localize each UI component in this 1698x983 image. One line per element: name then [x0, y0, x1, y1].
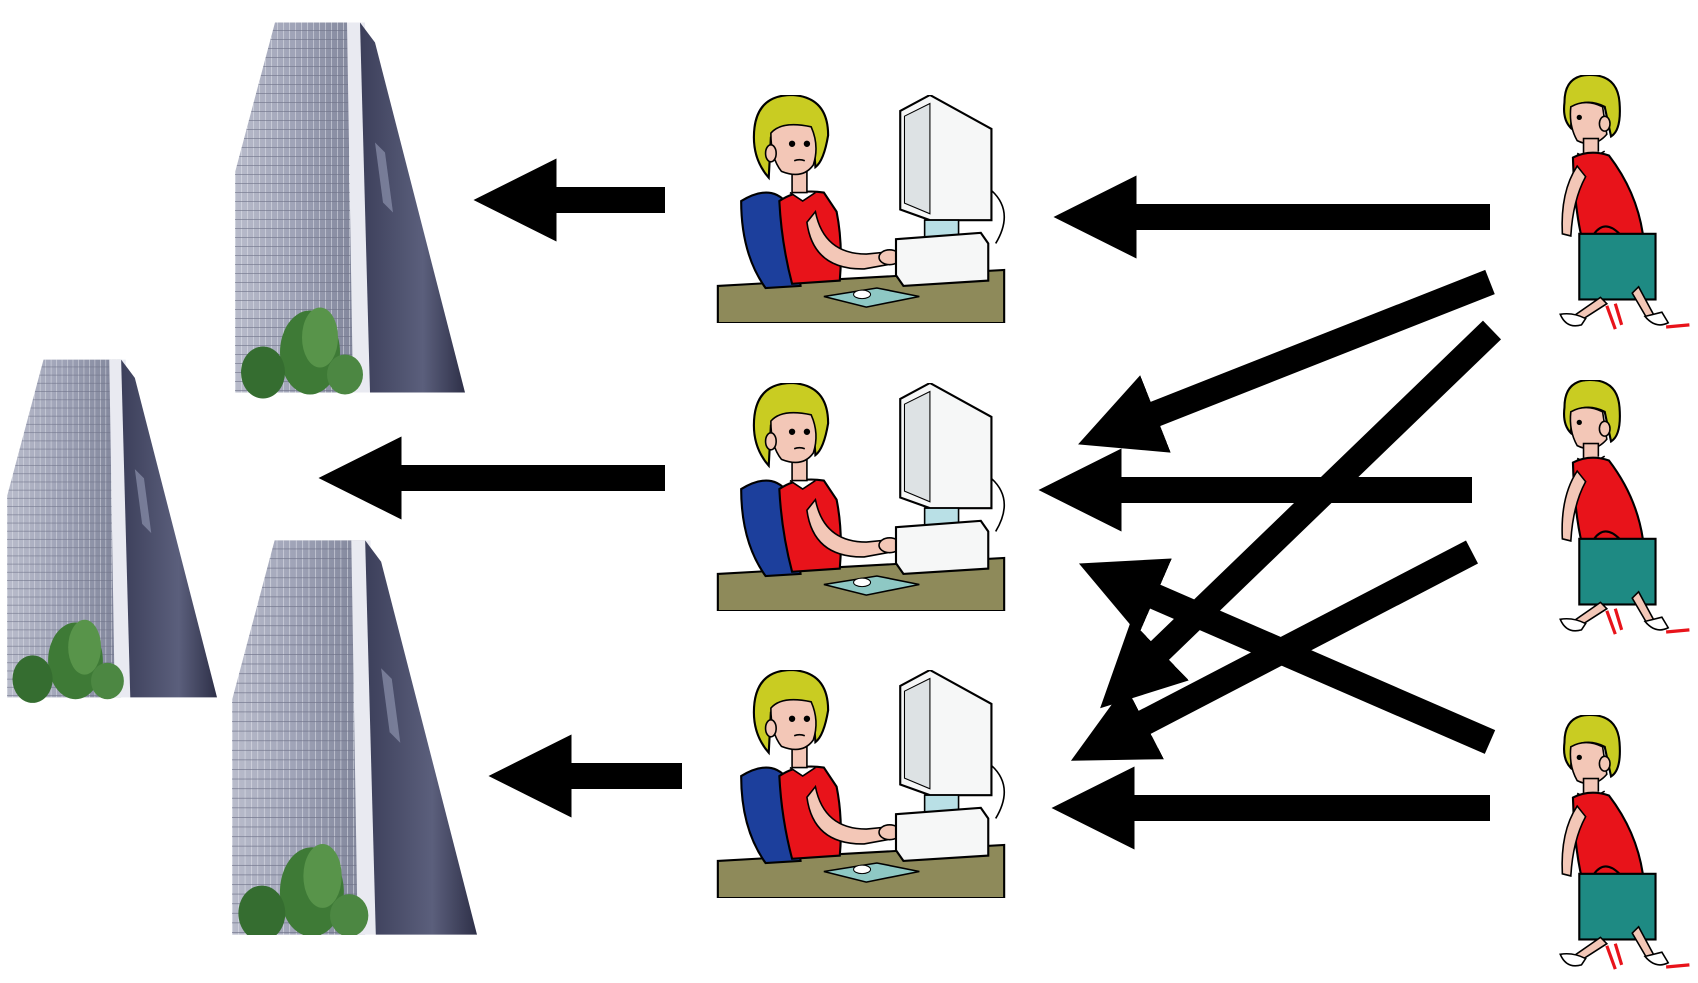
worker-to-building-arrows	[318, 158, 682, 818]
office-building-icon	[235, 22, 465, 399]
arrow-icon	[1070, 540, 1479, 761]
worker-group	[716, 95, 1006, 898]
worker-at-computer-icon	[716, 383, 1006, 611]
worker-at-computer-icon	[716, 95, 1006, 323]
client-group	[1558, 75, 1692, 971]
office-building-icon	[232, 540, 477, 935]
office-building-icon	[7, 359, 217, 703]
client-to-worker-arrows	[1038, 175, 1502, 850]
walking-woman-with-bag-icon	[1558, 380, 1692, 636]
walking-woman-with-bag-icon	[1558, 715, 1692, 971]
arrow-icon	[1078, 269, 1495, 453]
worker-at-computer-icon	[716, 670, 1006, 898]
arrow-icon	[1078, 558, 1496, 754]
walking-woman-with-bag-icon	[1558, 75, 1692, 331]
